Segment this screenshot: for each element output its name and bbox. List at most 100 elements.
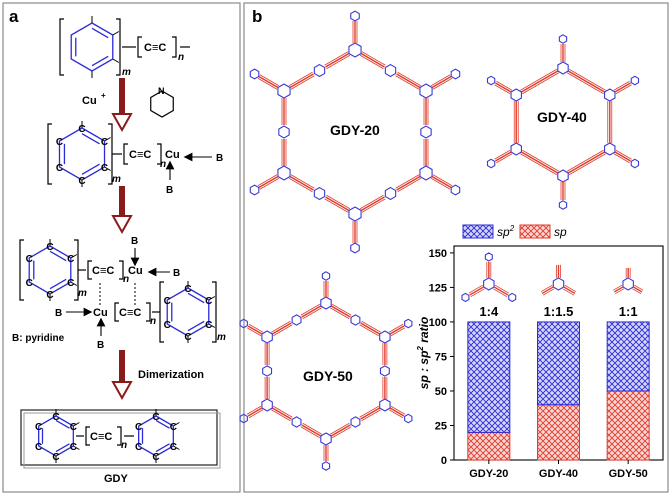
- svg-text:n: n: [160, 159, 166, 170]
- alkyne-dimer-top: C≡C: [92, 265, 114, 277]
- svg-text:C: C: [26, 278, 33, 289]
- bracket: [159, 281, 164, 343]
- base-b-bottom2: B: [97, 340, 104, 351]
- y-tick-label: 125: [429, 282, 447, 294]
- svg-text:C: C: [164, 296, 171, 307]
- bracket: [172, 36, 177, 58]
- y-tick-label: 150: [429, 248, 447, 260]
- panel-b-frame: [243, 2, 669, 493]
- bracket: [19, 239, 24, 301]
- svg-text:C: C: [101, 137, 108, 148]
- monomer-ring: [70, 16, 120, 78]
- ratio-label: 1:4: [479, 304, 499, 319]
- x-tick-label: GDY-20: [469, 468, 508, 480]
- svg-text:C: C: [78, 124, 85, 135]
- bar-sp2-gdy-40: [537, 321, 580, 406]
- y-tick-label: 0: [441, 455, 447, 467]
- svg-text:n: n: [123, 274, 129, 285]
- svg-text:m: m: [122, 67, 131, 78]
- legend-label-sp2: sp2: [497, 224, 515, 239]
- bracket: [116, 18, 121, 76]
- reaction-scheme: mC≡CnCu+NCCCCCCmC≡CnCuBBCCCCCCmC≡CnCuBBB…: [12, 16, 226, 485]
- svg-text:+: +: [101, 91, 106, 100]
- bracket: [123, 143, 128, 165]
- monomer-motif-icon: [613, 267, 644, 295]
- svg-text:C: C: [152, 412, 159, 423]
- base-b-top: B: [131, 236, 138, 247]
- svg-text:n: n: [178, 52, 184, 63]
- dimerization-label: Dimerization: [138, 369, 204, 381]
- svg-text:m: m: [217, 332, 226, 343]
- cu-middle: Cu: [165, 149, 180, 161]
- alkyne-monomer: C≡C: [144, 42, 166, 54]
- gdy50-network: [239, 271, 413, 471]
- bracket: [212, 281, 217, 343]
- base-b-right: B: [216, 153, 223, 164]
- svg-text:C: C: [35, 442, 42, 453]
- gdy-product-box: [20, 409, 218, 466]
- arrow-step-1: [111, 78, 133, 133]
- legend-swatch-sp2: [462, 224, 494, 239]
- gdy40-structure-label: GDY-40: [537, 109, 587, 125]
- legend-swatch-sp: [519, 224, 551, 239]
- alkyne-gdy: C≡C: [90, 431, 112, 443]
- svg-text:C: C: [170, 442, 177, 453]
- svg-text:C: C: [56, 137, 63, 148]
- gdy40-network: [486, 34, 640, 210]
- svg-text:C: C: [184, 284, 191, 295]
- bracket: [117, 426, 122, 446]
- legend-label-sp: sp: [554, 225, 567, 239]
- gdy20-structure-label: GDY-20: [330, 122, 380, 138]
- gdy20-network: [249, 10, 461, 254]
- bracket: [137, 36, 142, 58]
- svg-text:n: n: [150, 316, 156, 327]
- monomer-motif-icon: [540, 264, 577, 296]
- base-b-bottom: B: [166, 185, 173, 196]
- svg-text:C: C: [46, 242, 53, 253]
- svg-text:C: C: [35, 422, 42, 433]
- svg-text:C: C: [52, 412, 59, 423]
- svg-text:C: C: [135, 442, 142, 453]
- ratio-label: 1:1: [619, 304, 638, 319]
- y-axis-label: sp : sp2 ratio: [416, 317, 431, 389]
- svg-text:C: C: [205, 320, 212, 331]
- svg-text:C: C: [67, 278, 74, 289]
- y-tick-label: 25: [435, 420, 447, 432]
- y-tick-label: 50: [435, 386, 447, 398]
- bracket: [47, 123, 52, 185]
- base-b-right2: B: [173, 268, 180, 279]
- bar-sp2-gdy-50: [606, 321, 650, 392]
- bracket: [114, 302, 119, 322]
- bracket: [59, 18, 64, 76]
- svg-text:C: C: [56, 163, 63, 174]
- bracket: [157, 143, 162, 165]
- svg-text:C: C: [135, 422, 142, 433]
- bracket: [146, 302, 151, 322]
- bar-sp2-gdy-20: [467, 321, 511, 433]
- svg-text:C: C: [170, 422, 177, 433]
- svg-text:C: C: [164, 320, 171, 331]
- panel-a-frame: [2, 2, 241, 493]
- bracket: [119, 260, 124, 280]
- panel-a-label: a: [9, 7, 19, 26]
- cu-dimer-bottom: Cu: [93, 307, 108, 319]
- gdy-structures: [239, 10, 640, 471]
- svg-text:C: C: [205, 296, 212, 307]
- bracket: [87, 260, 92, 280]
- svg-text:C: C: [70, 422, 77, 433]
- base-b-left: B: [55, 308, 62, 319]
- bar-sp-gdy-40: [537, 404, 580, 461]
- arrow-step-2: [111, 186, 133, 235]
- pyridine-icon: N: [150, 86, 174, 118]
- alkyne-dimer-bottom: C≡C: [119, 307, 141, 319]
- svg-text:m: m: [78, 288, 87, 299]
